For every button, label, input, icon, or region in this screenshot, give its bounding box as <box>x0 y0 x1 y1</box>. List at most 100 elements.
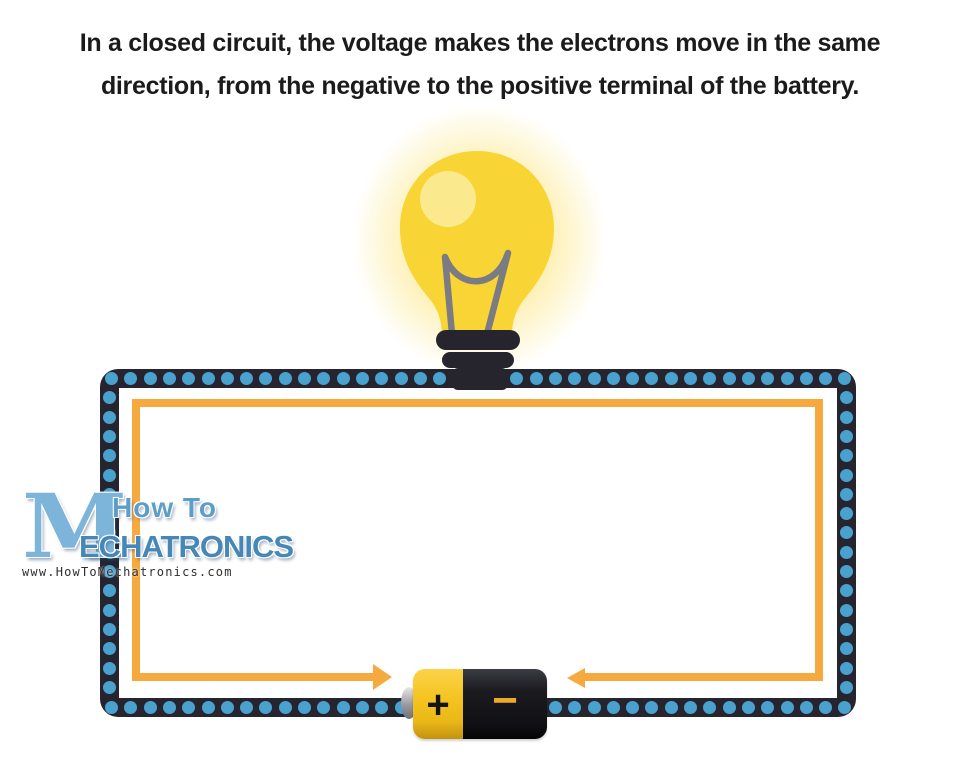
electron-dot <box>336 701 350 714</box>
electron-dot <box>317 701 331 714</box>
electron-dot <box>645 372 659 385</box>
electron-dot <box>840 410 853 424</box>
electron-dot <box>201 372 215 385</box>
electron-dot <box>626 701 640 714</box>
electron-dot <box>471 372 485 385</box>
electron-dot <box>799 701 813 714</box>
electron-dot <box>103 526 116 540</box>
electron-dot <box>840 526 853 540</box>
current-line-top <box>132 399 823 407</box>
electron-dot <box>103 507 116 521</box>
electron-dot <box>840 468 853 482</box>
electron-dot <box>529 372 543 385</box>
electron-dot <box>103 680 116 694</box>
electron-dot <box>741 372 755 385</box>
current-line-bottom-left <box>132 673 373 681</box>
electron-dot <box>510 372 524 385</box>
battery-plus-label: + <box>426 683 450 727</box>
electron-dot <box>840 545 853 559</box>
electron-dot <box>840 622 853 636</box>
watermark-logo: M How To ECHATRONICS www.HowToMechatroni… <box>22 482 294 588</box>
current-arrow-left-icon <box>567 668 585 688</box>
electron-dot <box>606 372 620 385</box>
battery-positive-terminal: + <box>413 669 463 739</box>
electron-dot <box>433 372 447 385</box>
electron-dot <box>722 372 736 385</box>
electron-dot <box>103 545 116 559</box>
electron-dot <box>548 701 562 714</box>
battery-negative-terminal: − <box>463 669 547 739</box>
electron-dot <box>182 701 196 714</box>
electron-dot <box>103 391 116 405</box>
electron-dot <box>840 680 853 694</box>
electron-dot <box>587 372 601 385</box>
electron-dot <box>103 642 116 656</box>
electron-dot <box>840 507 853 521</box>
electron-dot <box>838 701 852 714</box>
electron-dot <box>761 372 775 385</box>
electron-dot <box>780 372 794 385</box>
electron-dot <box>840 642 853 656</box>
electron-dot <box>606 701 620 714</box>
electron-dot <box>220 701 234 714</box>
electron-dot <box>840 565 853 578</box>
electron-dot <box>840 603 853 617</box>
battery-minus-label: − <box>492 676 518 725</box>
electron-dot <box>259 701 273 714</box>
electron-dot <box>103 429 116 443</box>
battery: + − <box>413 669 547 739</box>
electron-dot <box>355 701 369 714</box>
electron-dot <box>548 372 562 385</box>
electron-dot <box>182 372 196 385</box>
electron-dot <box>143 701 157 714</box>
electron-dot <box>278 701 292 714</box>
electron-dot <box>587 701 601 714</box>
electron-dot <box>103 622 116 636</box>
electron-dot <box>103 584 116 598</box>
electron-dot <box>840 449 853 463</box>
electron-dot <box>143 372 157 385</box>
electron-dot <box>375 372 389 385</box>
electron-dot <box>298 701 311 714</box>
electron-dot <box>761 701 775 714</box>
electron-dot <box>840 487 853 501</box>
electron-dot <box>568 701 582 714</box>
electron-dot <box>413 372 427 385</box>
electron-dot <box>799 372 813 385</box>
electron-dot <box>491 372 504 385</box>
current-line-left <box>132 399 140 681</box>
electron-dot <box>124 701 138 714</box>
electron-dot <box>375 701 389 714</box>
electron-dot <box>452 372 466 385</box>
electron-dot <box>840 391 853 405</box>
electron-dot <box>703 701 717 714</box>
electron-dot <box>105 701 118 714</box>
electron-dot <box>103 603 116 617</box>
electron-dot <box>684 372 697 385</box>
electron-dot <box>259 372 273 385</box>
electron-dot <box>838 372 852 385</box>
electron-dot <box>240 701 254 714</box>
caption-line-2: direction, from the negative to the posi… <box>100 72 860 100</box>
current-line-right <box>815 399 823 681</box>
electron-dot <box>819 701 833 714</box>
electron-dot <box>103 449 116 463</box>
electron-dot <box>103 565 116 578</box>
electron-dot <box>840 661 853 675</box>
electron-dot <box>124 372 138 385</box>
logo-mechatronics: ECHATRONICS <box>79 529 294 564</box>
electron-dot <box>355 372 369 385</box>
electron-dot <box>741 701 755 714</box>
electron-dot <box>220 372 234 385</box>
current-arrow-right-icon <box>373 664 392 690</box>
electron-dot <box>162 701 176 714</box>
caption-line-1: In a closed circuit, the voltage makes t… <box>79 29 881 57</box>
electron-dot <box>240 372 254 385</box>
electron-dot <box>703 372 717 385</box>
electron-dot <box>298 372 311 385</box>
electron-dot <box>664 372 678 385</box>
caption: In a closed circuit, the voltage makes t… <box>0 22 960 108</box>
electron-dot <box>278 372 292 385</box>
electron-dot <box>664 701 678 714</box>
